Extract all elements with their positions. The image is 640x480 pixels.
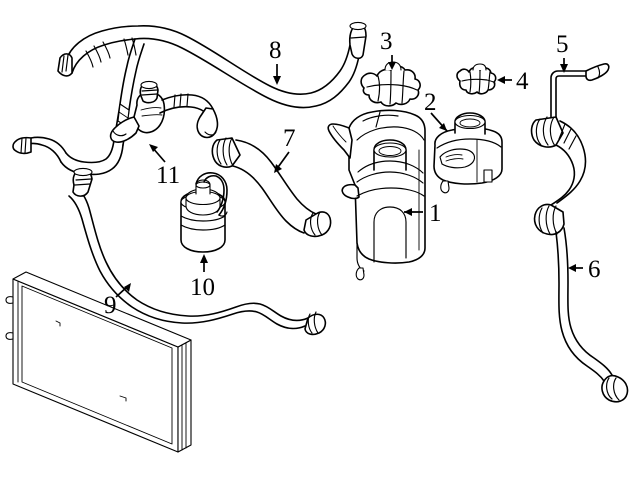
callout-1-number: 1: [429, 200, 442, 227]
part-10-auxiliary-pump: [180, 172, 228, 253]
callout-6-number: 6: [588, 256, 601, 283]
part-1-expansion-tank: [327, 109, 426, 281]
hose-8-left-cuff: [57, 53, 73, 77]
arrowhead-2: [439, 123, 447, 131]
arrowhead-7: [274, 164, 282, 173]
hose-6-bottom-cuff: [601, 374, 629, 403]
callout-2-number: 2: [424, 89, 437, 116]
callout-11-number: 11: [156, 162, 180, 189]
left-upper-hose: [12, 136, 67, 163]
hose-6-upper-cuff: [530, 116, 564, 148]
tee-left-spout: [109, 116, 140, 143]
part-2-coolant-reservoir: [433, 112, 503, 194]
part-8-upper-feed-hose: [57, 21, 367, 109]
callout-3-number: 3: [380, 28, 393, 55]
callout-10: 10: [190, 254, 215, 301]
part-5-level-sensor-tube: [550, 63, 610, 125]
reservoir-filler-neck: [454, 112, 486, 135]
callout-7-number: 7: [283, 125, 296, 152]
arrowhead-4: [497, 76, 505, 84]
callout-11: 11: [149, 144, 180, 189]
arrowhead-11: [149, 144, 158, 152]
callout-4-number: 4: [516, 68, 529, 95]
tee-upper-port: [139, 80, 159, 104]
part-11-tee-connector: [109, 80, 219, 143]
callout-7: 7: [274, 125, 296, 173]
hose-7-right-cuff: [303, 211, 332, 238]
left-upper-hose-cuff: [12, 136, 32, 155]
arrowhead-9: [124, 283, 131, 292]
callout-9-number: 9: [104, 292, 117, 319]
callout-4: 4: [497, 68, 529, 95]
part-4-reservoir-cap: [456, 63, 497, 95]
part-9-return-hose: [68, 167, 327, 336]
callout-6: 6: [568, 256, 601, 283]
callout-10-number: 10: [190, 274, 215, 301]
callout-1: 1: [404, 200, 442, 227]
arrowhead-5: [560, 64, 568, 73]
part-6-radiator-hose: [530, 116, 629, 403]
tee-elbow-end: [196, 107, 219, 139]
arrowhead-10: [200, 254, 208, 263]
hose-7-left-cuff: [211, 137, 241, 168]
hose-8-right-port: [348, 21, 367, 60]
arrowhead-6: [568, 264, 576, 272]
part-7-connecting-hose: [211, 137, 332, 238]
expansion-tank-filler-neck: [373, 139, 407, 171]
hose-6-lower-cuff: [533, 203, 565, 236]
callout-3: 3: [380, 28, 396, 70]
callout-5-number: 5: [556, 31, 569, 58]
arrowhead-8: [273, 76, 281, 85]
arrowhead-1: [404, 208, 412, 216]
upper-branch-hose: [60, 38, 145, 176]
callout-8-number: 8: [269, 37, 282, 64]
radiator-cooler-panel: [5, 271, 192, 453]
callout-2: 2: [424, 89, 448, 132]
hose-9-left-cuff: [72, 167, 93, 197]
callout-8: 8: [269, 37, 282, 85]
callout-9: 9: [104, 283, 131, 319]
callout-5: 5: [556, 31, 569, 73]
hose-9-right-cuff: [304, 311, 327, 336]
arrowhead-3: [388, 62, 396, 70]
hose-8-ribs: [85, 37, 137, 68]
part-3-expansion-tank-cap: [360, 61, 421, 107]
